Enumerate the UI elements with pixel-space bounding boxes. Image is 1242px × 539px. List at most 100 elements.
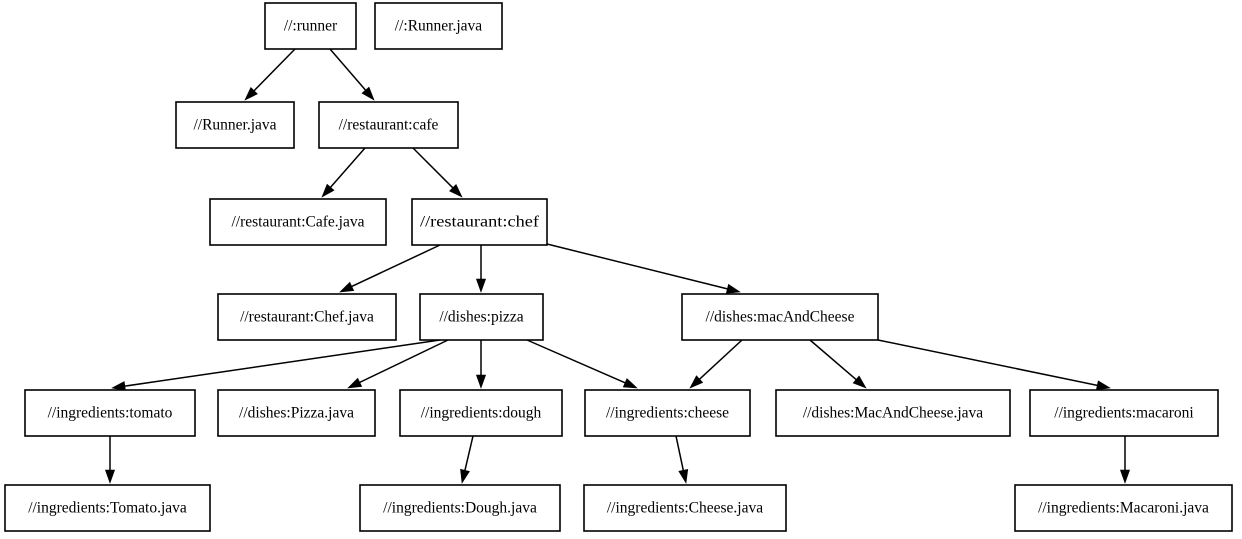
node-box[interactable] — [318, 101, 459, 149]
node-box[interactable] — [583, 484, 787, 532]
arrowhead-icon — [1119, 469, 1131, 484]
graph-node-ing-cheese-java[interactable]: //ingredients:Cheese.java — [583, 484, 787, 532]
graph-edge — [244, 48, 296, 101]
arrowhead-icon — [1095, 380, 1111, 391]
graph-edge — [339, 244, 441, 293]
arrowhead-icon — [361, 86, 375, 101]
node-box[interactable] — [209, 198, 387, 246]
graph-node-runner-java[interactable]: //Runner.java — [175, 101, 295, 149]
graph-node-runner-java-root[interactable]: //:Runner.java — [374, 2, 503, 50]
graph-edge — [675, 435, 689, 484]
graph-edge — [1119, 436, 1131, 484]
edge-line — [359, 339, 449, 384]
graph-edge — [412, 147, 463, 198]
node-box[interactable] — [217, 293, 397, 341]
graph-edge — [689, 339, 743, 389]
arrowhead-icon — [449, 184, 463, 198]
node-label: //:runner — [284, 18, 338, 35]
graph-node-ing-dough-java[interactable]: //ingredients:Dough.java — [359, 484, 561, 532]
arrowhead-icon — [725, 283, 741, 294]
node-label: //:Runner.java — [395, 18, 483, 35]
node-box[interactable] — [4, 484, 211, 532]
node-box[interactable] — [681, 293, 879, 341]
arrowhead-icon — [475, 278, 487, 293]
node-label: //restaurant:Chef.java — [240, 309, 374, 326]
arrowhead-icon — [475, 374, 487, 389]
node-box[interactable] — [24, 389, 196, 437]
graph-node-runner[interactable]: //:runner — [264, 2, 357, 50]
node-label: //ingredients:Cheese.java — [607, 500, 763, 517]
graph-node-dishes-mac[interactable]: //dishes:macAndCheese — [681, 293, 879, 341]
node-label: //ingredients:macaroni — [1054, 405, 1194, 422]
graph-node-restaurant-cafe[interactable]: //restaurant:cafe — [318, 101, 459, 149]
graph-edge — [329, 48, 375, 101]
graph-edge — [321, 147, 366, 198]
node-label: //ingredients:tomato — [48, 405, 173, 422]
node-label: //ingredients:dough — [421, 405, 542, 422]
node-label: //dishes:MacAndCheese.java — [803, 405, 983, 422]
node-label: //ingredients:cheese — [606, 405, 729, 422]
graph-node-restaurant-chef[interactable]: //restaurant:chef — [411, 198, 548, 246]
graph-node-ing-tomato[interactable]: //ingredients:tomato — [24, 389, 196, 437]
graph-node-restaurant-chef-java[interactable]: //restaurant:Chef.java — [217, 293, 397, 341]
node-box[interactable] — [264, 2, 357, 50]
graph-node-ing-macaroni-java[interactable]: //ingredients:Macaroni.java — [1014, 484, 1233, 532]
node-label: //restaurant:chef — [420, 214, 540, 231]
edge-line — [546, 243, 728, 290]
graph-node-ing-tomato-java[interactable]: //ingredients:Tomato.java — [4, 484, 211, 532]
node-box[interactable] — [1014, 484, 1233, 532]
arrowhead-icon — [321, 183, 335, 198]
arrowhead-icon — [347, 377, 363, 389]
graph-edge — [809, 339, 867, 389]
node-box[interactable] — [359, 484, 561, 532]
node-label: //restaurant:Cafe.java — [232, 214, 365, 231]
graph-node-dishes-pizza-java[interactable]: //dishes:Pizza.java — [217, 389, 376, 437]
edge-line — [464, 435, 474, 471]
graph-edge — [526, 339, 638, 389]
graph-edge — [475, 245, 487, 293]
edge-line — [526, 339, 626, 384]
graph-node-restaurant-cafe-java[interactable]: //restaurant:Cafe.java — [209, 198, 387, 246]
graph-node-dishes-pizza[interactable]: //dishes:pizza — [419, 293, 544, 341]
edge-line — [412, 147, 454, 189]
edge-line — [329, 48, 367, 91]
arrowhead-icon — [689, 375, 704, 389]
node-label: //ingredients:Dough.java — [383, 500, 537, 517]
graph-edge — [877, 339, 1111, 391]
node-label: //restaurant:cafe — [339, 117, 439, 134]
node-box[interactable] — [217, 389, 376, 437]
arrowhead-icon — [678, 468, 689, 484]
node-box[interactable] — [399, 389, 563, 437]
edge-line — [877, 339, 1098, 387]
node-box[interactable] — [411, 198, 548, 246]
edge-line — [699, 339, 743, 380]
node-label: //dishes:pizza — [439, 309, 523, 326]
graph-node-dishes-mac-java[interactable]: //dishes:MacAndCheese.java — [775, 389, 1011, 437]
graph-node-ing-dough[interactable]: //ingredients:dough — [399, 389, 563, 437]
edge-line — [253, 48, 296, 92]
graph-edge — [104, 436, 116, 484]
node-box[interactable] — [419, 293, 544, 341]
edge-line — [351, 244, 441, 288]
node-label: //Runner.java — [193, 117, 276, 134]
arrowhead-icon — [104, 469, 116, 484]
node-label: //ingredients:Macaroni.java — [1038, 500, 1209, 517]
node-box[interactable] — [175, 101, 295, 149]
edge-layer — [104, 48, 1131, 484]
node-box[interactable] — [775, 389, 1011, 437]
node-label: //dishes:macAndCheese — [706, 309, 855, 326]
graph-edge — [546, 243, 741, 294]
edge-line — [330, 147, 366, 188]
graph-edge — [460, 435, 474, 484]
graph-node-ing-cheese[interactable]: //ingredients:cheese — [584, 389, 751, 437]
node-box[interactable] — [1029, 389, 1219, 437]
node-box[interactable] — [374, 2, 503, 50]
graph-edge — [475, 340, 487, 389]
graph-node-ing-macaroni[interactable]: //ingredients:macaroni — [1029, 389, 1219, 437]
node-box[interactable] — [584, 389, 751, 437]
arrowhead-icon — [244, 86, 258, 101]
edge-line — [809, 339, 857, 381]
arrowhead-icon — [460, 468, 470, 484]
